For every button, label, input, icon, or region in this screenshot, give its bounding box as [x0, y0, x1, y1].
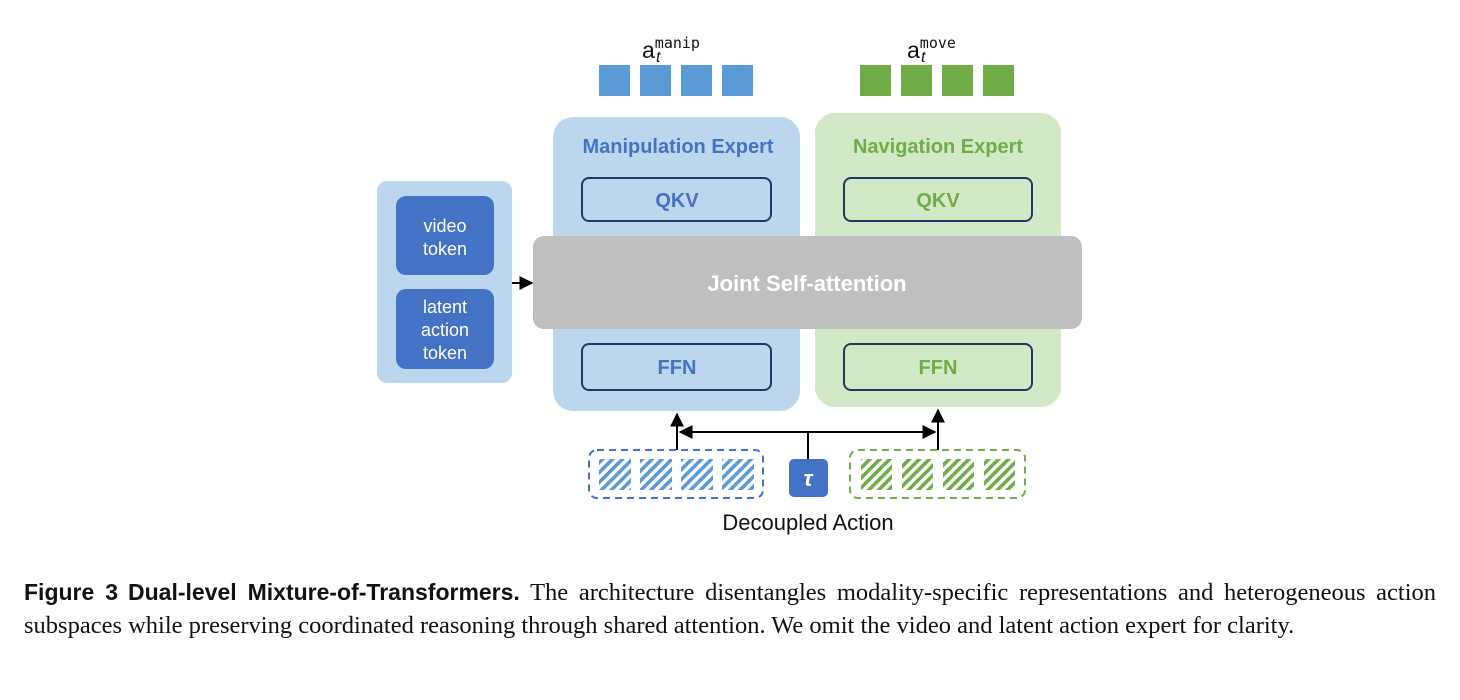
output-label-manip-sub: t — [656, 49, 661, 66]
output-label-manip: amanip — [642, 34, 700, 63]
move-action-squares — [860, 65, 1014, 96]
manip-square — [722, 65, 753, 96]
joint-self-attention-bar — [533, 236, 1082, 329]
video-token-label: token — [423, 239, 467, 259]
tau-box — [789, 459, 828, 497]
move-noisy-square — [943, 459, 974, 490]
output-label-move-sub: t — [921, 49, 926, 66]
latent-action-token-label: token — [423, 343, 467, 363]
navigation-expert-title: Navigation Expert — [853, 136, 1023, 158]
move-noisy-square — [984, 459, 1015, 490]
figure-caption: Figure 3 Dual-level Mixture-of-Transforme… — [24, 576, 1436, 642]
manip-square — [640, 65, 671, 96]
architecture-diagram: amanip t amove t video token latent acti… — [377, 34, 1082, 535]
manip-noisy-square — [599, 459, 631, 490]
video-token-box — [396, 196, 494, 275]
navigation-ffn-label: FFN — [919, 357, 958, 379]
navigation-qkv-label: QKV — [916, 190, 960, 212]
decoupled-action-label: Decoupled Action — [722, 510, 893, 535]
move-square — [942, 65, 973, 96]
navigation-qkv-box — [843, 177, 1033, 222]
video-token-label: video — [423, 216, 466, 236]
manipulation-qkv-label: QKV — [655, 190, 699, 212]
manip-noisy-action-group — [588, 449, 764, 499]
manipulation-ffn-label: FFN — [658, 357, 697, 379]
navigation-ffn-box — [843, 343, 1033, 391]
latent-action-token-label: action — [421, 320, 469, 340]
manipulation-qkv-box — [581, 177, 772, 222]
move-noisy-square — [902, 459, 933, 490]
move-square — [860, 65, 891, 96]
manip-noisy-square — [722, 459, 754, 490]
joint-self-attention-label: Joint Self-attention — [707, 271, 906, 296]
move-square — [983, 65, 1014, 96]
manip-square — [681, 65, 712, 96]
figure-label: Figure 3 — [24, 579, 119, 605]
output-label-move: amove — [907, 34, 956, 63]
manip-square — [599, 65, 630, 96]
latent-action-token-box — [396, 289, 494, 369]
manipulation-expert-title: Manipulation Expert — [582, 136, 773, 158]
manip-action-squares — [599, 65, 753, 96]
move-noisy-square — [861, 459, 892, 490]
manip-noisy-square — [681, 459, 713, 490]
figure-caption-text: The architecture disentangles modality-s… — [24, 579, 1437, 639]
latent-action-token-label: latent — [423, 297, 467, 317]
manipulation-ffn-box — [581, 343, 772, 391]
figure-title: Dual-level Mixture-of-Transformers. — [128, 579, 520, 605]
manip-noisy-square — [640, 459, 672, 490]
move-square — [901, 65, 932, 96]
tau-label: τ — [804, 466, 814, 491]
